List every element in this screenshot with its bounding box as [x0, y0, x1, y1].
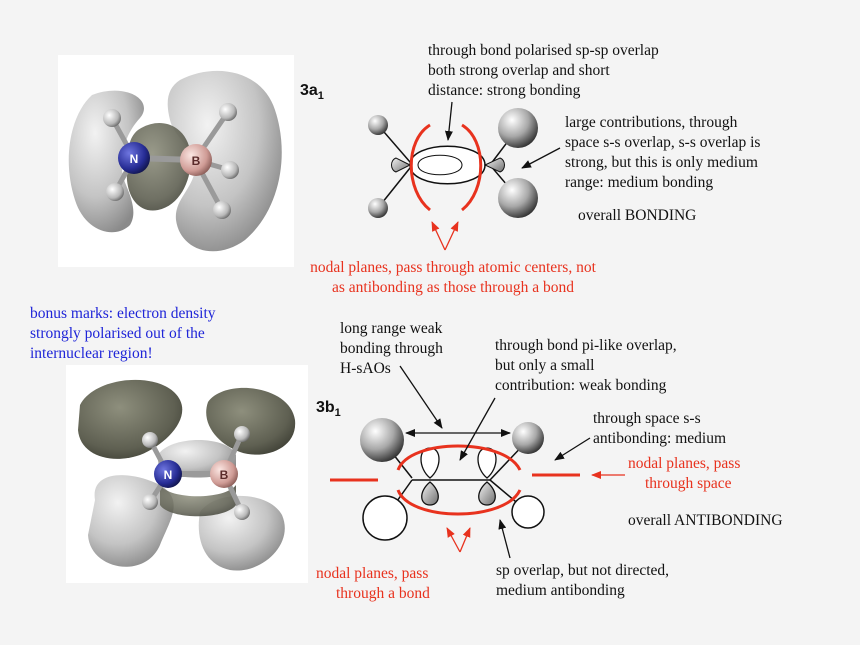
bonus-annotation-2: strongly polarised out of the — [30, 325, 205, 342]
top-space-annotation-1: large contributions, through — [565, 114, 738, 131]
bonus-annotation-1: bonus marks: electron density — [30, 305, 216, 322]
ss-anti-annotation-2: antibonding: medium — [593, 430, 726, 447]
top-space-annotation-3: strong, but this is only medium — [565, 154, 758, 171]
orbital-render-3a1: N B — [58, 55, 294, 267]
orbital-label-3a1: 3a1 — [300, 82, 324, 102]
pi-annotation-3: contribution: weak bonding — [495, 377, 667, 394]
bonus-annotation-3: internuclear region! — [30, 345, 153, 362]
top-space-annotation-4: range: medium bonding — [565, 174, 713, 191]
top-overall-label: overall BONDING — [578, 207, 696, 224]
top-bond-annotation-3: distance: strong bonding — [428, 82, 581, 99]
long-range-annotation-3: H-sAOs — [340, 360, 391, 377]
ss-anti-annotation-1: through space s-s — [593, 410, 701, 427]
space-nodal-annotation-2: through space — [645, 475, 732, 492]
atom-n-label-top: N — [130, 152, 139, 166]
atom-b-label-bottom: B — [220, 468, 229, 482]
space-nodal-annotation-1: nodal planes, pass — [628, 455, 740, 472]
sp-annotation-1: sp overlap, but not directed, — [496, 562, 669, 579]
long-range-annotation-1: long range weak — [340, 320, 443, 337]
top-nodal-annotation-2: as antibonding as those through a bond — [332, 279, 574, 296]
bottom-overall-label: overall ANTIBONDING — [628, 512, 783, 529]
top-bond-annotation-1: through bond polarised sp-sp overlap — [428, 42, 659, 59]
schematic-bonding — [368, 108, 538, 218]
schematic-antibonding — [330, 418, 580, 540]
orbital-render-3b1: N B — [66, 365, 308, 583]
top-bond-annotation-2: both strong overlap and short — [428, 62, 610, 79]
pi-annotation-2: but only a small — [495, 357, 594, 374]
sp-annotation-2: medium antibonding — [496, 582, 625, 599]
atom-n-label-bottom: N — [164, 468, 173, 482]
long-range-annotation-2: bonding through — [340, 340, 443, 357]
atom-b-label-top: B — [192, 154, 201, 168]
top-space-annotation-2: space s-s overlap, s-s overlap is — [565, 134, 760, 151]
pi-annotation-1: through bond pi-like overlap, — [495, 337, 677, 354]
orbital-label-3b1: 3b1 — [316, 399, 341, 419]
bond-nodal-annotation-2: through a bond — [336, 585, 430, 602]
bond-nodal-annotation-1: nodal planes, pass — [316, 565, 428, 582]
top-nodal-annotation-1: nodal planes, pass through atomic center… — [310, 259, 597, 276]
